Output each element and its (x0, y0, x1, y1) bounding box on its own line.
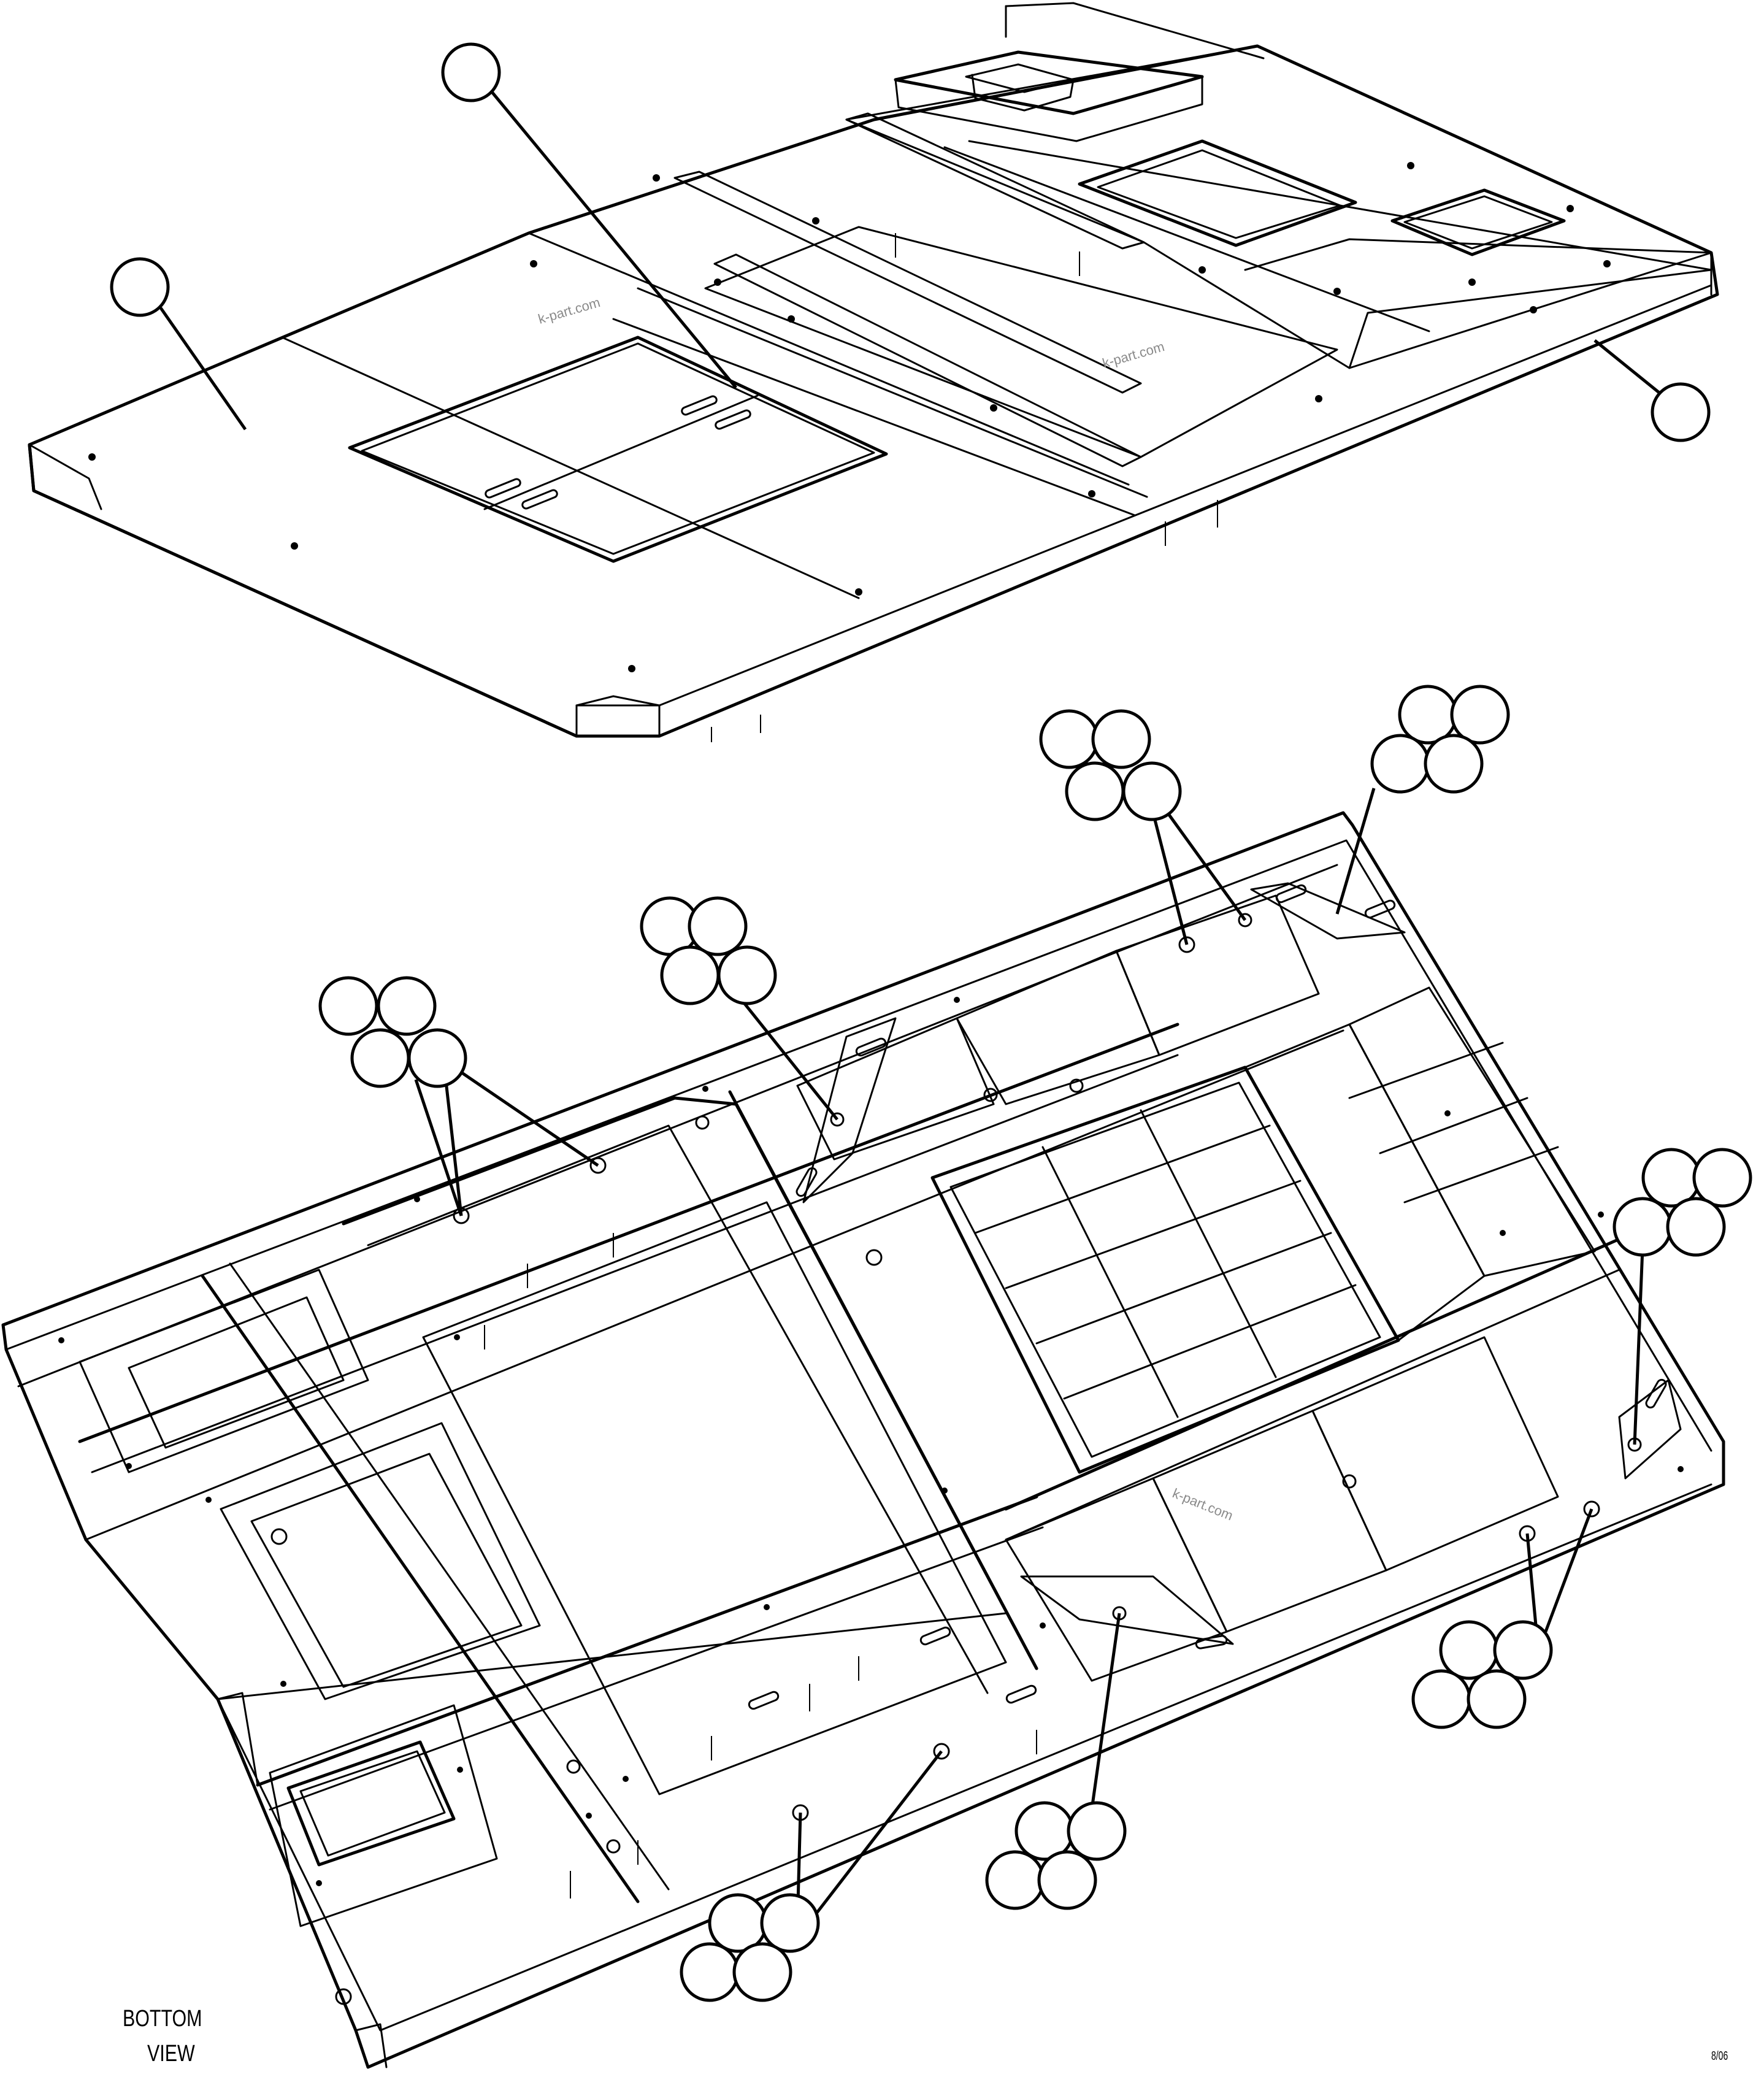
frame-outline (1, 811, 1725, 2069)
callout-cluster-7 (985, 1613, 1127, 1910)
upper-opening-1 (1078, 139, 1357, 247)
slots (748, 884, 1667, 1710)
watermark-1: k-part.com (536, 294, 602, 327)
callout-top-2 (441, 42, 737, 389)
view-label: BOTTOM VIEW (123, 2006, 202, 2067)
watermark-2: k-part.com (1100, 339, 1166, 371)
lower-opening (286, 1740, 456, 1867)
bolt-stems-bottom (484, 1233, 1037, 1898)
drawing-code: 8/06 (1711, 2048, 1728, 2062)
bolt-heads (270, 913, 1642, 2005)
callout-cluster-1 (318, 976, 599, 1216)
view-label-line2: VIEW (147, 2041, 195, 2067)
rivets-bottom (58, 997, 1684, 1886)
floor-plate-outline (28, 44, 1719, 738)
grid-panel (930, 1065, 1400, 1474)
rivets-top (88, 162, 1611, 672)
callout-top-1 (110, 257, 247, 431)
access-hatch (348, 336, 888, 563)
view-label-line1: BOTTOM (123, 2006, 202, 2032)
callout-cluster-3 (1039, 709, 1247, 945)
gusset-1 (802, 1017, 897, 1204)
watermark-3: k-part.com (1170, 1485, 1235, 1523)
gusset-3 (1250, 882, 1406, 940)
callout-cluster-5 (1613, 1148, 1752, 1445)
callout-cluster-6 (1411, 1508, 1593, 1729)
callout-cluster-8 (680, 1750, 943, 2002)
callout-top-3 (1593, 339, 1711, 442)
gusset-2 (1020, 1575, 1234, 1645)
bottom-frame-assembly: k-part.com (1, 685, 1752, 2069)
central-bay (422, 1201, 1007, 1795)
callout-cluster-4 (1335, 685, 1510, 915)
callout-cluster-2 (640, 896, 838, 1121)
grid-panel-lines (974, 1109, 1357, 1418)
top-floor-assembly: k-part.com k-part.com (28, 2, 1719, 742)
bolt-stems-top (711, 233, 1218, 742)
